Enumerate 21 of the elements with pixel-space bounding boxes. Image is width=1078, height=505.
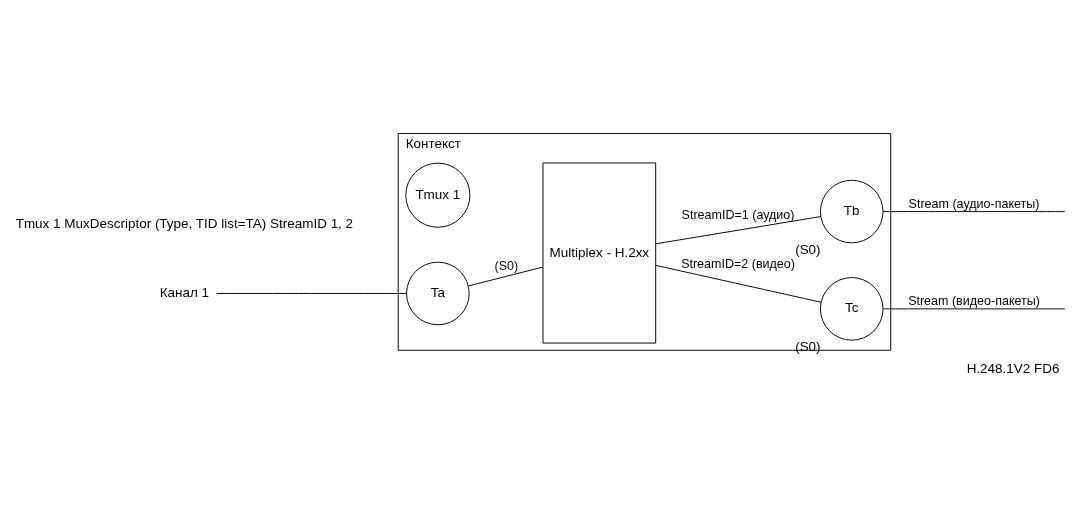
label: Tmux 1 MuxDescriptor (Type, TID list=TA) StreamID 1, 2 [15, 215, 354, 231]
edge-label: StreamID=2 (видео) [681, 256, 795, 271]
edge-label: Stream (аудио-пакеты) [908, 196, 1040, 211]
caption: H.248.1V2 FD6 [966, 360, 1060, 376]
edge-label: StreamID=1 (аудио) [681, 207, 795, 222]
node-circle: Tb [819, 179, 884, 243]
node-label: (S0) [795, 338, 821, 354]
connector [216, 292, 407, 294]
connector [655, 215, 822, 244]
node-text: Канал 1 [159, 284, 210, 300]
node-box: Multiplex - H.2xx [542, 161, 657, 344]
connector [655, 264, 822, 303]
edge-label: (S0) [494, 258, 519, 273]
connector [882, 210, 1066, 212]
node-circle: Tmux 1 [405, 162, 471, 228]
node-label: (S0) [795, 241, 821, 257]
connector [882, 307, 1066, 309]
edge-label: Stream (видео-пакеты) [908, 293, 1040, 308]
node-circle: Tc [819, 276, 884, 341]
node-circle: Ta [406, 261, 470, 325]
connector [467, 266, 544, 286]
